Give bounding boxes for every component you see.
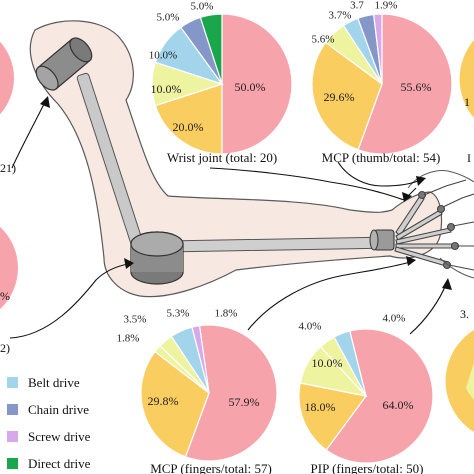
- legend-label: Chain drive: [28, 402, 89, 417]
- arrowhead-shoulder: [40, 96, 50, 108]
- pie-slice: [373, 13, 383, 85]
- pie-slice-label: 1.9%: [375, 0, 398, 12]
- pie-caption-mcp-thumb: MCP (thumb/total: 54): [322, 150, 441, 165]
- leader-wrist-chart: [209, 167, 405, 201]
- pie-slice-label: 3.5%: [124, 314, 147, 326]
- edge-text-left-pct: %: [0, 289, 10, 303]
- edge-pie-right-top: [459, 40, 474, 118]
- wrist-joint-block: [369, 229, 395, 251]
- pie-slice-label: 57.9%: [229, 395, 260, 409]
- pie-slice-label: 1.8%: [117, 333, 140, 345]
- pie-slice-label: 10.0%: [149, 50, 177, 62]
- arrowhead-mcp-thumb: [416, 176, 426, 186]
- pie-chart-mcp-thumb: 55.6% 29.6% 5.6% 3.7%3.7 1.9%: [311, 0, 453, 155]
- edge-pie-fragments: [0, 40, 474, 432]
- pie-slice-label: 4.0%: [299, 321, 322, 333]
- pie-slice: [199, 13, 223, 85]
- edge-pie-left-mid: [0, 226, 18, 310]
- pie-slice: [221, 13, 293, 155]
- legend-swatch: [7, 458, 18, 469]
- edge-pie-left-top: [0, 41, 14, 115]
- pie-slice-label: 10.0%: [312, 356, 343, 370]
- leader-mcp-fingers-chart: [247, 261, 411, 331]
- arrowhead-pip-fingers: [442, 278, 452, 290]
- pie-slice-label: 29.8%: [148, 394, 179, 408]
- pie-slice-label: 20.0%: [173, 120, 204, 134]
- legend-label: Belt drive: [28, 375, 80, 390]
- pie-slice: [154, 83, 223, 155]
- pie-slice-label: 5.3%: [167, 308, 190, 320]
- pie-slice-label: 1.8%: [215, 308, 238, 320]
- shoulder-joint: [35, 37, 93, 91]
- elbow-joint: [130, 231, 184, 285]
- arrowheads: [40, 96, 452, 290]
- arrowhead-wrist: [402, 192, 412, 202]
- pie-slice: [298, 382, 368, 451]
- pie-slice-label: 5.0%: [157, 12, 180, 24]
- pie-slice-label: 3.7: [350, 0, 364, 12]
- pie-slice: [311, 41, 383, 151]
- edge-pie-right-bottom-wedge: [466, 362, 474, 400]
- legend-label: Screw drive: [28, 429, 91, 444]
- edge-text-right-mid: 1: [464, 95, 470, 109]
- pie-slice-label: 64.0%: [383, 398, 414, 412]
- pie-caption-wrist-joint: Wrist joint (total: 20): [167, 150, 277, 165]
- leader-elbow-left: [9, 263, 129, 339]
- pie-slice: [191, 324, 210, 394]
- pie-slice-label: 50.0%: [235, 80, 266, 94]
- arrowhead-elbow: [124, 258, 134, 269]
- pie-caption-mcp-fingers: MCP (fingers/total: 57): [150, 461, 272, 474]
- edge-pie-right-bottom: [445, 330, 474, 432]
- legend-swatch: [7, 404, 18, 415]
- arrowhead-mcp-fingers: [406, 256, 416, 266]
- legend-label: Direct drive: [28, 456, 91, 471]
- pie-chart-pip-fingers: 64.0% 18.0% 10.0% 4.0% 4.0%: [298, 313, 434, 464]
- pie-caption-pip-fingers: PIP (fingers/total: 50): [311, 461, 424, 474]
- leader-mcp-thumb-chart: [337, 161, 421, 187]
- finger-rods: [394, 179, 474, 271]
- pie-slice: [140, 350, 210, 458]
- pie-slice-label: 3.7%: [329, 10, 352, 22]
- pie-slice-label: 5.0%: [191, 1, 214, 13]
- legend-swatch: [7, 377, 18, 388]
- pie-slice-label: 55.6%: [401, 80, 432, 94]
- edge-text-left-top: 21): [0, 161, 16, 175]
- pie-slice-label: 5.6%: [312, 34, 335, 46]
- pie-chart-wrist-joint: 50.0% 20.0% 10.0% 10.0% 5.0% 5.0%: [149, 1, 293, 155]
- pie-slice: [184, 324, 278, 462]
- edge-text-left-bottom: 2): [0, 341, 10, 355]
- leader-pip-fingers-chart: [409, 283, 447, 335]
- leader-shoulder-left: [11, 103, 45, 169]
- legend-swatch: [7, 431, 18, 442]
- pie-slice-label: 29.6%: [324, 90, 355, 104]
- pie-slice-label: 10.0%: [151, 82, 182, 96]
- pie-slice: [357, 13, 453, 155]
- pie-slice-label: 18.0%: [305, 400, 336, 414]
- pie-chart-mcp-fingers: 57.9% 29.8% 1.8% 3.5% 5.3% 1.8%: [117, 308, 278, 462]
- pie-slice: [333, 330, 367, 397]
- robotic-arm-illustration: [29, 20, 474, 298]
- edge-text-right-bottom: 3.: [460, 307, 469, 321]
- edge-text-right-caption: I: [467, 151, 471, 165]
- pie-slice: [325, 328, 434, 464]
- pie-slice-label: 4.0%: [383, 313, 406, 325]
